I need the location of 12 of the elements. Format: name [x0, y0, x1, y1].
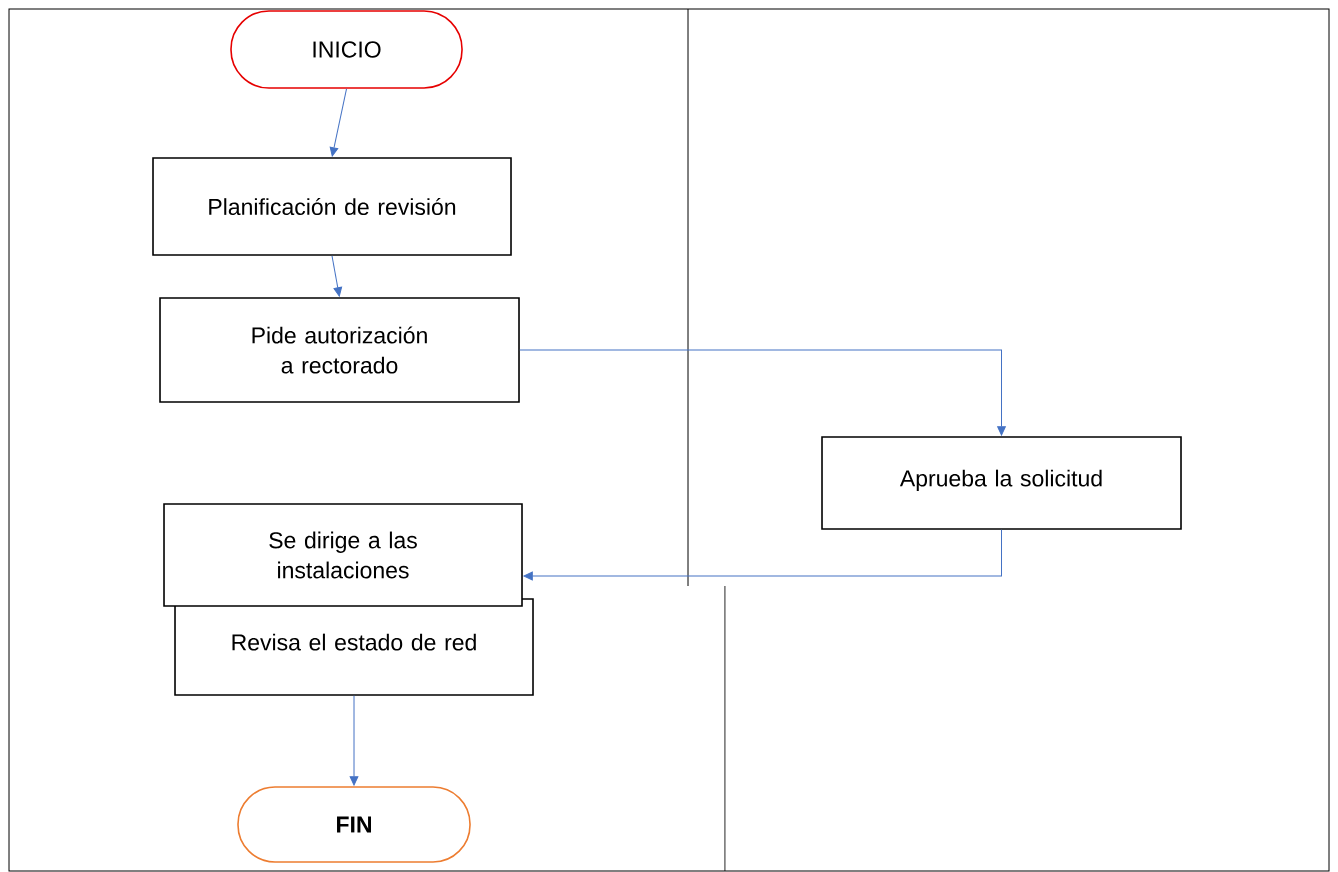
arrow: [349, 695, 359, 786]
arrow: [519, 349, 1006, 436]
arrow: [331, 255, 343, 297]
start-terminal: INICIO: [230, 10, 463, 89]
process-box: Aprueba la solicitud: [821, 436, 1182, 530]
process-box: Planificación de revisión: [152, 157, 512, 256]
end-terminal: FIN: [237, 786, 471, 863]
process-box: Se dirige a las instalaciones: [163, 503, 523, 607]
process-box: Revisa el estado de red: [174, 598, 534, 696]
arrow: [329, 88, 347, 157]
process-box: Pide autorización a rectorado: [159, 297, 520, 403]
arrow: [523, 529, 1002, 581]
